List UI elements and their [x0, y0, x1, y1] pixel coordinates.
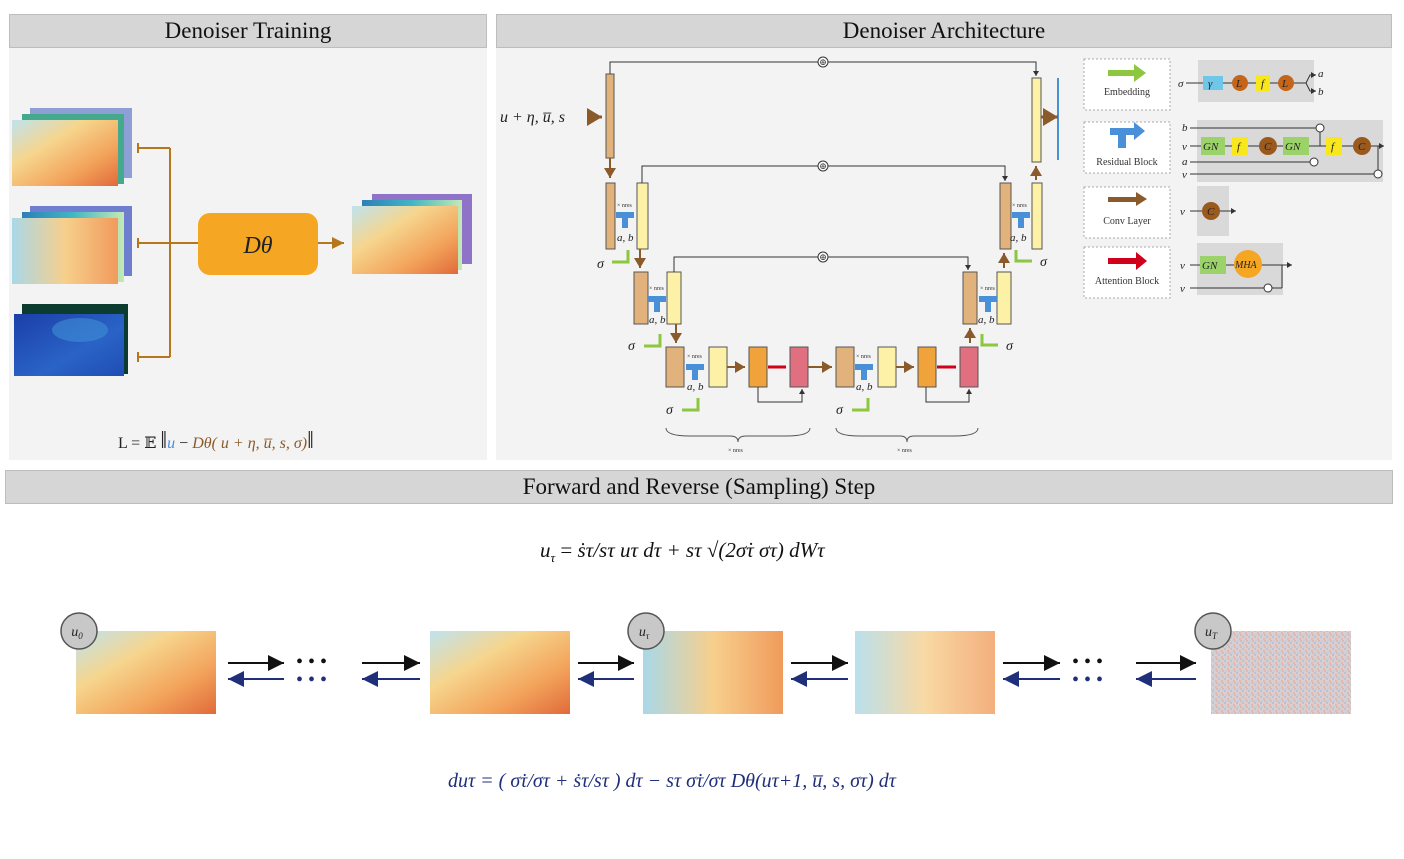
forward-eq-lhs: u — [540, 538, 551, 562]
training-header: Denoiser Training — [9, 14, 487, 48]
legend-res-v2: v — [1182, 169, 1187, 181]
sigma-label: σ — [836, 403, 844, 418]
reverse-dots: • • • — [1072, 669, 1103, 691]
xnres-label: × nres — [980, 286, 996, 292]
plus-symbol: ⊕ — [819, 252, 827, 262]
sampling-maps — [76, 631, 1351, 714]
repeat-braces — [665, 427, 979, 443]
legend-res-b: b — [1182, 122, 1188, 134]
legend-res-a: a — [1182, 156, 1188, 168]
architecture-header: Denoiser Architecture — [496, 14, 1392, 48]
ab-label: a, b — [687, 381, 704, 393]
sigma-label: σ — [666, 403, 674, 418]
plus-symbol: ⊕ — [819, 57, 827, 67]
legend-res-gn: GN — [1203, 141, 1219, 153]
loss-denoiser-term: Dθ( u + η, u̅, s, σ) — [192, 435, 308, 452]
ab-label: a, b — [1010, 232, 1027, 244]
skip-plus-nodes — [817, 56, 829, 263]
legend-gamma: γ — [1208, 78, 1213, 90]
sigma-label: σ — [628, 339, 636, 354]
legend-conv-c: C — [1207, 206, 1215, 218]
sampling-header: Forward and Reverse (Sampling) Step — [5, 470, 1393, 504]
input-bracket — [137, 143, 344, 362]
legend-res-c2: C — [1358, 141, 1366, 153]
forward-eq-sub: τ — [550, 550, 556, 566]
legend-a: a — [1318, 68, 1324, 80]
plus-symbol: ⊕ — [819, 161, 827, 171]
legend-att-mha: MHA — [1234, 260, 1258, 271]
xnres-label: × nres — [1012, 203, 1028, 209]
node-uT-label: uT — [1205, 625, 1218, 641]
legend-L2: L — [1281, 78, 1288, 90]
forward-dots: • • • — [1072, 651, 1103, 673]
node-u0-label: u0 — [71, 625, 83, 641]
legend-embedding-label: Embedding — [1104, 87, 1150, 98]
flow-arrows — [604, 158, 1042, 373]
xnres-label: × nres — [687, 354, 703, 360]
xnres-label: × nres — [897, 448, 913, 454]
xnres-label: × nres — [728, 448, 744, 454]
residual-icons — [616, 212, 1030, 380]
forward-eq-rhs: ṡτ/sτ uτ dτ + sτ √(2σ̇τ στ) dWτ — [577, 538, 825, 562]
legend-att-gn: GN — [1202, 260, 1218, 272]
legend-res-v: v — [1182, 141, 1187, 153]
ab-label: a, b — [978, 314, 995, 326]
legend-res-f: f — [1237, 141, 1242, 153]
arch-input-label: u + η, u̅, s — [500, 109, 565, 126]
xnres-label: × nres — [856, 354, 872, 360]
legend-conv-label: Conv Layer — [1103, 216, 1151, 227]
reverse-dots: • • • — [296, 669, 327, 691]
denoiser-label: Dθ — [242, 233, 272, 259]
legend-f: f — [1261, 78, 1266, 90]
legend — [1083, 58, 1171, 299]
legend-sig: σ — [1178, 78, 1184, 90]
forward-equation: uτ = ṡτ/sτ uτ dτ + sτ √(2σ̇τ στ) dWτ — [540, 538, 825, 566]
loss-minus: − — [179, 435, 189, 452]
sigma-label: σ — [1006, 339, 1014, 354]
xnres-label: × nres — [649, 286, 665, 292]
legend-res-gn2: GN — [1285, 141, 1301, 153]
loss-equation: L = 𝔼 ‖u − Dθ( u + η, u̅, s, σ)‖ — [118, 428, 314, 454]
reverse-equation: duτ = ( σ̇τ/στ + ṡτ/sτ ) dτ − sτ σ̇τ/στ … — [448, 770, 896, 792]
legend-L: L — [1235, 78, 1242, 90]
legend-attention-label: Attention Block — [1095, 276, 1159, 287]
legend-b: b — [1318, 86, 1324, 98]
sigma-label: σ — [1040, 255, 1048, 270]
legend-att-v2: v — [1180, 283, 1185, 295]
output-stack — [352, 194, 472, 274]
legend-details — [1186, 60, 1384, 295]
sigma-inputs — [612, 250, 1032, 412]
input-stack-1 — [12, 108, 132, 186]
loss-lhs: L = 𝔼 — [118, 435, 157, 452]
ab-label: a, b — [649, 314, 666, 326]
legend-residual-label: Residual Block — [1096, 157, 1157, 168]
legend-att-v: v — [1180, 260, 1185, 272]
denoiser-box — [198, 213, 318, 275]
legend-res-c: C — [1264, 141, 1272, 153]
input-stack-2 — [12, 206, 132, 284]
loss-u: u — [167, 435, 176, 452]
forward-dots: • • • — [296, 651, 327, 673]
node-utau-label: uτ — [639, 625, 650, 641]
state-nodes — [60, 612, 1232, 650]
ab-label: a, b — [856, 381, 873, 393]
legend-res-f2: f — [1331, 141, 1336, 153]
encoder-blocks — [605, 73, 1043, 388]
sigma-label: σ — [597, 257, 605, 272]
xnres-label: × nres — [617, 203, 633, 209]
input-map-3 — [14, 304, 128, 376]
ab-label: a, b — [617, 232, 634, 244]
legend-conv-v: v — [1180, 206, 1185, 218]
